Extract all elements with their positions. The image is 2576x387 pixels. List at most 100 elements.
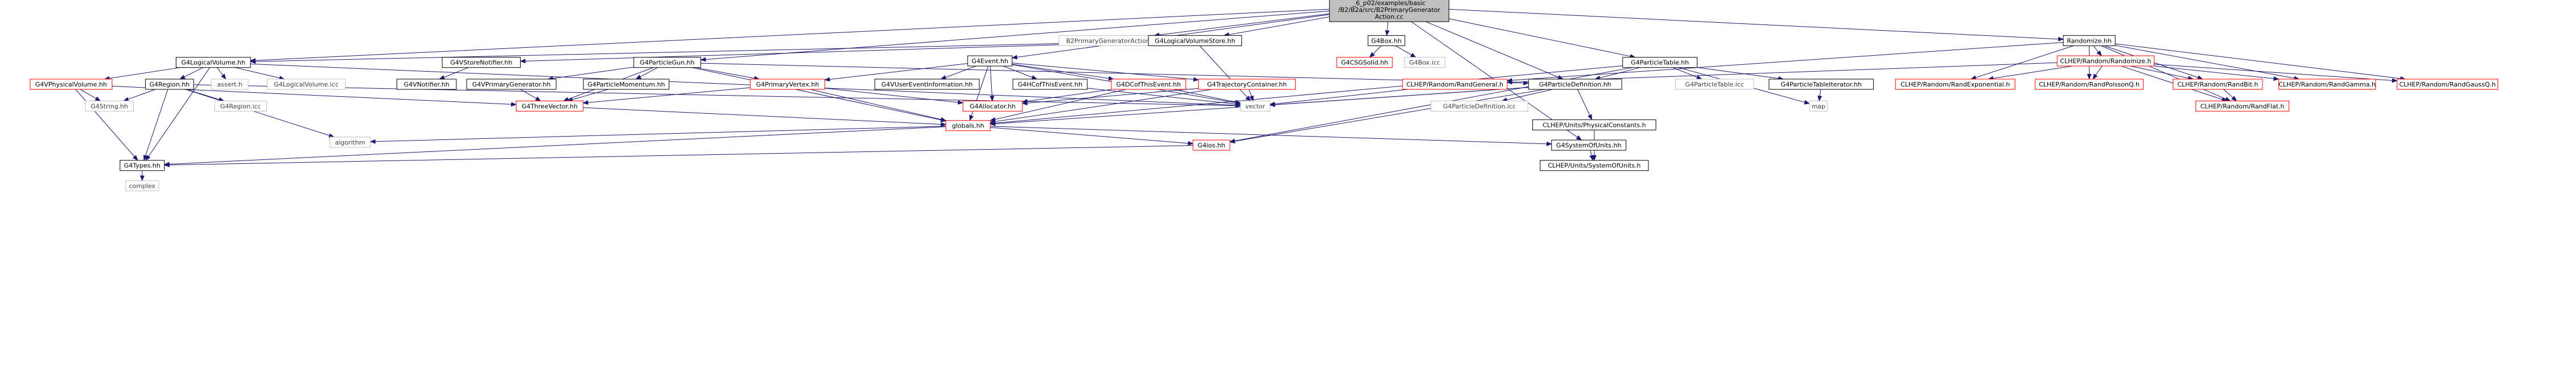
node-label: vector (1245, 102, 1265, 110)
node-label: complex (129, 182, 156, 190)
node-box (30, 79, 113, 90)
edge-root-to-randomize-hh (1449, 9, 2064, 42)
node-g4threevector[interactable]: G4ThreeVector.hh (516, 100, 584, 112)
edge-clhep-randomize-to-clhep-randgaussq (2154, 64, 2398, 83)
edge-g4event-to-g4dcofthisevent (1012, 64, 1115, 81)
node-g4lvstore[interactable]: G4LogicalVolumeStore.hh (1148, 35, 1242, 46)
edge-clhep-randomize-to-clhep-randbit (2130, 65, 2194, 81)
node-assert-h: assert.h (211, 79, 249, 90)
node-g4particletable[interactable]: G4ParticleTable.hh (1622, 57, 1697, 68)
node-g4dcofthisevent[interactable]: G4DCofThisEvent.hh (1111, 79, 1186, 90)
node-g4csgsolid[interactable]: G4CSGSolid.hh (1336, 57, 1393, 68)
node-clhep-randexp[interactable]: CLHEP/Random/RandExponential.h (1895, 79, 2016, 90)
node-box (2195, 100, 2290, 112)
edge-g4vphysvol-to-g4types (75, 89, 138, 161)
edge-g4partdef-to-g4ios (1229, 89, 1545, 144)
node-clhep-randomize[interactable]: CLHEP/Random/Randomize.h (2056, 55, 2155, 67)
edge-g4region-to-vector (193, 84, 1242, 108)
node-label: G4Box.hh (1371, 37, 1402, 44)
node-g4region[interactable]: G4Region.hh (145, 79, 194, 90)
node-label: G4LogicalVolume.icc (274, 81, 339, 88)
node-box (1675, 79, 1754, 90)
node-label: G4CSGSolid.hh (1341, 59, 1388, 67)
node-clhep-randgaussq[interactable]: CLHEP/Random/RandGaussQ.h (2397, 79, 2499, 90)
node-label: G4String.hh (90, 102, 128, 110)
edge-g4region-to-g4region-icc (186, 89, 225, 102)
edge-g4event-to-g4useventinfo (940, 65, 976, 80)
node-label: _6_p02/examples/basic (1352, 0, 1425, 7)
node-box (125, 180, 159, 191)
edge-g4lv-to-g4types (145, 67, 211, 161)
node-root[interactable]: D:/Geant4/geant4_9_6_p02/examples/basic/… (1329, 0, 1449, 22)
edge-g4particletable-to-globals (990, 65, 1623, 126)
node-box (1528, 79, 1622, 90)
node-box (2034, 79, 2144, 90)
edge-g4lvstore-to-g4vstorenotifier (520, 42, 1149, 64)
node-g4hcofthisevent[interactable]: G4HCofThisEvent.hh (1012, 79, 1088, 90)
node-label: G4ParticleTable.icc (1685, 81, 1744, 88)
edge-g4threevector-to-globals (583, 107, 947, 127)
edge-g4particlegun-to-g4partdef (700, 63, 1530, 85)
edge-randomize-hh-to-clhep-randgeneral (1506, 42, 2064, 83)
edge-g4region-to-algorithm (185, 89, 335, 138)
node-g4trajcontainer[interactable]: G4TrajectoryContainer.hh (1198, 79, 1296, 90)
node-g4vphysvol[interactable]: G4VPhysicalVolume.hh (30, 79, 113, 90)
node-g4lv[interactable]: G4LogicalVolume.hh (175, 57, 251, 68)
edge-g4lv-to-assert-h (217, 67, 226, 80)
node-globals[interactable]: globals.hh (945, 120, 991, 131)
edge-root-to-g4particletable (1449, 18, 1636, 59)
node-box (1329, 0, 1449, 22)
node-label: G4TrajectoryContainer.hh (1207, 81, 1287, 88)
node-box (396, 79, 457, 90)
node-g4region-icc: G4Region.icc (214, 100, 267, 112)
node-g4ios[interactable]: G4ios.hh (1193, 139, 1230, 151)
node-clhep-randpoissonq[interactable]: CLHEP/Random/RandPoissonQ.h (2034, 79, 2144, 90)
node-label: G4VPrimaryGenerator.hh (472, 81, 551, 88)
node-g4parttableiter[interactable]: G4ParticleTableIterator.hh (1769, 79, 1874, 90)
edge-g4dcofthisevent-to-globals (990, 89, 1127, 122)
node-label: G4Types.hh (124, 162, 160, 170)
node-label: G4ParticleTableIterator.hh (1781, 81, 1862, 88)
node-g4vnotifier[interactable]: G4VNotifier.hh (396, 79, 457, 90)
node-box (466, 79, 557, 90)
node-g4useventinfo[interactable]: G4VUserEventInformation.hh (874, 79, 980, 90)
node-box (1198, 79, 1296, 90)
node-label: globals.hh (952, 122, 984, 130)
node-label: G4Event.hh (971, 57, 1008, 65)
node-label: G4ParticleDefinition.hh (1539, 81, 1611, 88)
node-g4vprimgen[interactable]: G4VPrimaryGenerator.hh (466, 79, 557, 90)
node-clhep-randbit[interactable]: CLHEP/Random/RandBit.h (2173, 79, 2263, 90)
node-g4partmomentum[interactable]: G4ParticleMomentum.hh (583, 79, 670, 90)
node-b2pga: B2PrimaryGeneratorAction.hh (1058, 35, 1168, 46)
node-g4box[interactable]: G4Box.hh (1367, 35, 1406, 46)
edge-g4partdef-to-clhep-physconst (1577, 89, 1592, 121)
node-g4types[interactable]: G4Types.hh (119, 160, 165, 171)
node-g4partdef[interactable]: G4ParticleDefinition.hh (1528, 79, 1622, 90)
node-randomize-hh[interactable]: Randomize.hh (2063, 35, 2116, 46)
edge-g4primaryvertex-to-g4threevector (582, 87, 751, 105)
node-g4vstorenotifier[interactable]: G4VStoreNotifier.hh (442, 57, 521, 68)
node-box (962, 100, 1023, 112)
node-box (633, 57, 701, 68)
node-g4allocator[interactable]: G4Allocator.hh (962, 100, 1023, 112)
node-clhep-physconst[interactable]: CLHEP/Units/PhysicalConstants.h (1532, 119, 1656, 130)
node-clhep-randflat[interactable]: CLHEP/Random/RandFlat.h (2195, 100, 2290, 112)
node-g4string: G4String.hh (85, 100, 134, 112)
node-box (2278, 79, 2376, 90)
node-g4systemofunits[interactable]: G4SystemOfUnits.hh (1551, 139, 1627, 151)
node-box (1532, 119, 1656, 130)
node-label: G4LogicalVolume.hh (182, 59, 245, 67)
edge-g4vstorenotifier-to-g4vnotifier (439, 67, 469, 80)
node-g4primaryvertex[interactable]: G4PrimaryVertex.hh (750, 79, 825, 90)
node-label: G4Box.icc (1409, 59, 1440, 67)
node-clhep-randgeneral[interactable]: CLHEP/Random/RandGeneral.h (1402, 79, 1507, 90)
node-g4particlegun[interactable]: G4ParticleGun.hh (633, 57, 701, 68)
node-box (967, 55, 1013, 67)
edge-g4lvstore-to-vector (1200, 46, 1251, 102)
node-g4event[interactable]: G4Event.hh (967, 55, 1013, 67)
edge-g4primaryvertex-to-g4allocator (825, 88, 964, 105)
edge-randomize-hh-to-clhep-randexp (1970, 45, 2074, 80)
node-box (1193, 139, 1230, 151)
node-clhep-systemofunits[interactable]: CLHEP/Units/SystemOfUnits.h (1540, 160, 1649, 171)
node-clhep-randgamma[interactable]: CLHEP/Random/RandGamma.h (2278, 79, 2376, 90)
